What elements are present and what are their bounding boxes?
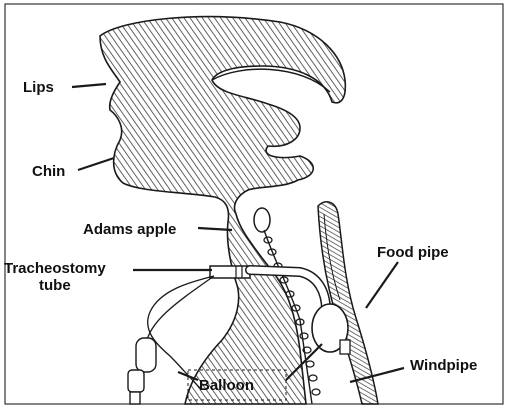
label-chin: Chin: [32, 163, 65, 180]
label-windpipe: Windpipe: [410, 357, 477, 374]
label-tracheostomy-line1: Tracheostomy: [4, 260, 106, 277]
pilot-valve: [128, 338, 156, 404]
tube-tip: [340, 340, 350, 354]
label-tracheostomy-tube: Tracheostomy tube: [4, 260, 106, 294]
label-food-pipe: Food pipe: [377, 244, 449, 261]
label-tracheostomy-line2: tube: [4, 277, 106, 294]
label-balloon: Balloon: [199, 377, 254, 394]
label-lips: Lips: [23, 79, 54, 96]
adams-apple-shape: [254, 208, 270, 232]
label-adams-apple: Adams apple: [83, 221, 176, 238]
